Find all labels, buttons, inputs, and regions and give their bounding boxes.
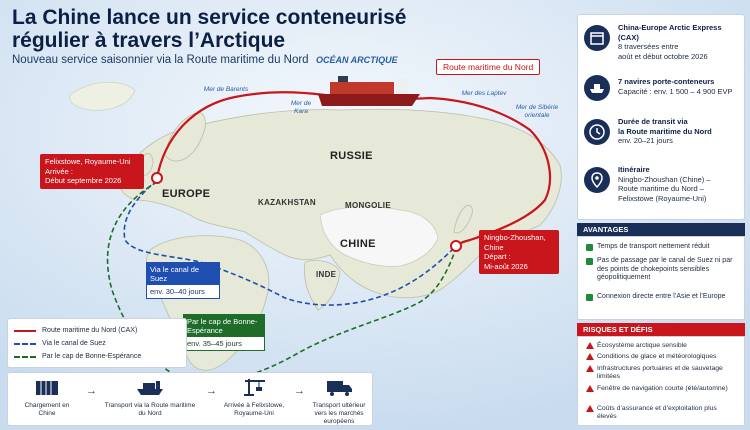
info-line: Capacité : env. 1 500 – 4 900 EVP [618,86,733,96]
flow-step: Transport via la Route maritime du Nord [104,377,196,418]
sea-label-laptev: Mer des Laptev [461,90,507,97]
suez-route [123,179,457,306]
warning-icon [586,405,594,412]
suez-duration: env. 30–40 jours [150,287,205,296]
flow-step: Arrivée à Felixstowe, Royaume-Uni [222,377,286,418]
cape-label: Par le cap de Bonne-Espérance [184,315,264,337]
info-line: la Route maritime du Nord [618,126,712,136]
advantage-item: Pas de passage par le canal de Suez ni p… [586,257,738,283]
flow-step: Transport ultérieur vers les marchés eur… [308,377,370,426]
suez-label: Via le canal de Suez [147,263,219,285]
advantages-title: AVANTAGES [577,223,745,236]
info-panel: China-Europe Arctic Express (CAX) 8 trav… [577,14,745,220]
arrow-right-icon: → [294,385,305,397]
flow-step-label: Transport ultérieur vers les marchés eur… [312,402,366,425]
advantage-item: Temps de transport nettement réduit [586,243,738,252]
legend-swatch-suez [14,342,36,345]
legend-swatch-nsr [14,329,36,332]
legend-item: Par le cap de Bonne-Espérance [14,350,180,363]
risks-title: RISQUES ET DÉFIS [577,323,745,336]
route-label-nsr: Route maritime du Nord [436,59,541,75]
risk-item: Infrastructures portuaires et de sauveta… [586,365,738,382]
info-title: 7 navires porte-conteneurs [618,77,715,86]
legend-label: Route maritime du Nord (CAX) [42,327,138,334]
ningbo-box: Ningbo-Zhoushan, Chine Départ : Mi-août … [479,230,559,274]
info-title: Itinéraire [618,165,650,174]
nsr-route [155,91,552,247]
warning-icon [586,342,594,349]
felixstowe-arrival: Début septembre 2026 [45,176,122,185]
ningbo-name: Ningbo-Zhoushan, Chine [484,233,546,252]
arrow-right-icon: → [206,385,217,397]
ship-icon [137,381,163,395]
legend-item: Via le canal de Suez [14,337,180,350]
info-title: China-Europe Arctic Express (CAX) [618,23,722,42]
label-russie: RUSSIE [330,150,373,162]
info-item: Durée de transit via la Route maritime d… [584,117,742,163]
label-chine: CHINE [340,238,376,250]
page-title: La Chine lance un service conteneurisé r… [12,6,407,52]
page-subtitle: Nouveau service saisonnier via la Route … [12,54,309,66]
sea-label-kara: Mer de Kara [290,100,312,115]
info-item: China-Europe Arctic Express (CAX) 8 trav… [584,23,742,69]
advantages-box: Temps de transport nettement réduit Pas … [577,236,745,320]
flow-step-label: Chargement en Chine [24,402,70,417]
warning-icon [586,365,594,372]
clock-icon [584,119,610,145]
info-item: 7 navires porte-conteneurs Capacité : en… [584,73,742,119]
info-line: env. 20–21 jours [618,136,673,145]
cape-duration: env. 35–45 jours [187,339,242,348]
ningbo-departure: Mi-août 2026 [484,261,528,271]
process-flow: Chargement en Chine → Transport via la R… [7,372,373,426]
calendar-icon [584,25,610,51]
sea-label-siberie: Mer de Sibérie orientale [515,104,559,119]
suez-box: Via le canal de Suez env. 30–40 jours [146,262,220,299]
info-line: août et début octobre 2026 [618,51,708,61]
legend-label: Par le cap de Bonne-Espérance [42,353,142,360]
warning-icon [586,353,594,360]
felixstowe-arrival-label: Arrivée : [45,166,73,176]
risk-item: Fenêtre de navigation courte (été/automn… [586,385,738,393]
flow-step-label: Transport via la Route maritime du Nord [104,402,196,417]
check-icon [586,244,593,251]
info-line: Felixstowe (Royaume-Uni) [618,193,707,203]
risks-box: Écosystème arctique sensible Conditions … [577,336,745,426]
info-line: Ningbo-Zhoushan (Chine) – [618,174,711,184]
warning-icon [586,385,594,392]
info-title: Durée de transit via [618,117,688,126]
info-item: Itinéraire Ningbo-Zhoushan (Chine) – Rou… [584,165,742,211]
info-line: Route maritime du Nord – [618,184,704,193]
check-icon [586,294,593,301]
advantage-item: Connexion directe entre l’Asie et l’Euro… [586,293,738,302]
sea-label-barents: Mer de Barents [203,86,249,93]
container-icon [36,381,58,395]
label-europe: EUROPE [162,188,211,200]
crane-icon [244,379,265,396]
legend-item: Route maritime du Nord (CAX) [14,324,180,337]
ship-icon [584,75,610,101]
check-icon [586,258,593,265]
flow-step: Chargement en Chine [16,377,78,418]
ocean-label: OCÉAN ARCTIQUE [316,55,398,65]
ningbo-departure-label: Départ : [484,252,511,261]
legend: Route maritime du Nord (CAX) Via le cana… [7,318,187,368]
risk-item: Conditions de glace et météorologiques [586,353,738,361]
legend-swatch-cape [14,355,36,358]
risk-item: Écosystème arctique sensible [586,342,738,350]
legend-label: Via le canal de Suez [42,340,106,347]
info-line: 8 traversées entre [618,42,679,51]
label-inde: INDE [316,270,337,279]
truck-icon [327,381,352,396]
arrow-right-icon: → [86,385,97,397]
label-mongolie: MONGOLIE [345,201,391,210]
flow-step-label: Arrivée à Felixstowe, Royaume-Uni [223,402,285,417]
label-kazakhstan: KAZAKHSTAN [258,198,316,207]
ship-icon [318,76,420,106]
felixstowe-name: Felixstowe, Royaume-Uni [45,157,131,166]
felixstowe-box: Felixstowe, Royaume-Uni Arrivée : Début … [40,154,144,189]
risk-item: Coûts d’assurance et d’exploitation plus… [586,405,738,422]
map-pin-icon [584,167,610,193]
cape-box: Par le cap de Bonne-Espérance env. 35–45… [183,314,265,351]
